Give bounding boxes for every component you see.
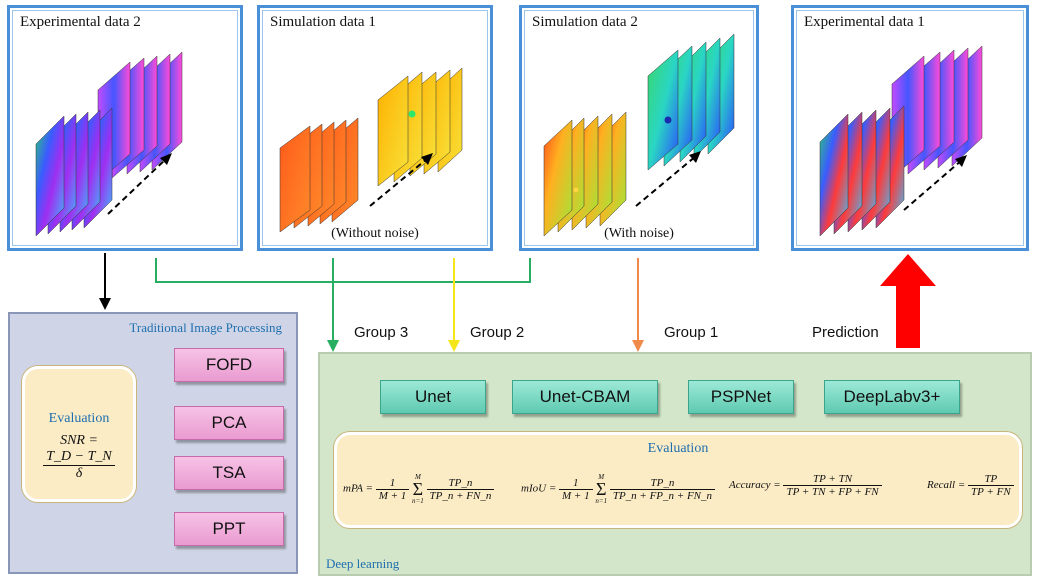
- sum-upper: M: [598, 473, 605, 481]
- metric-numerator: TP_n: [426, 477, 495, 490]
- section-title: Traditional Image Processing: [129, 320, 282, 335]
- panel-title: Experimental data 1: [804, 14, 925, 30]
- metric-numerator: TP: [968, 473, 1014, 486]
- panel-simulation-data-2: Simulation data 2: [519, 5, 759, 251]
- panel-note: (Without noise): [331, 226, 419, 241]
- prediction-label: Prediction: [812, 324, 879, 341]
- panel-experimental-data-2: Experimental data 2: [7, 5, 243, 251]
- prefactor-denominator: M + 1: [562, 489, 590, 502]
- section-title: Deep learning: [326, 556, 400, 571]
- panel-title: Simulation data 2: [532, 14, 638, 30]
- group-3-label: Group 3: [354, 324, 409, 341]
- panel-experimental-data-1: Experimental data 1: [791, 5, 1029, 251]
- formula-fraction: T_D − T_N δ: [43, 449, 115, 482]
- panel-simulation-data-1: Simulation data 1: [257, 5, 493, 251]
- method-ppt: PPT: [174, 512, 284, 546]
- thermal-image-stack: [819, 45, 983, 237]
- metric-lhs: mIoU: [521, 482, 547, 495]
- sum-lower: n=1: [412, 497, 424, 505]
- metric-denominator: TP + FN: [971, 486, 1011, 498]
- metric-lhs: Recall: [927, 479, 956, 492]
- panel-note: (With noise): [604, 226, 674, 241]
- model-unet-cbam: Unet-CBAM: [512, 380, 658, 414]
- sum-lower: n=1: [595, 497, 608, 505]
- method-pca: PCA: [174, 406, 284, 440]
- prefactor-numerator: 1: [559, 477, 593, 490]
- model-pspnet: PSPNet: [688, 380, 794, 414]
- metric-denominator: TP_n + FN_n: [429, 489, 492, 502]
- yellow-arrow: [448, 258, 460, 352]
- thermal-image-stack: [35, 51, 183, 237]
- stack-back: [647, 33, 735, 171]
- group-2-label: Group 2: [470, 324, 525, 341]
- orange-arrow: [632, 258, 644, 352]
- formula-lhs: SNR: [60, 433, 85, 448]
- group-1-label: Group 1: [664, 324, 719, 341]
- metric-numerator: TP_n: [609, 477, 716, 490]
- formula-numerator: T_D − T_N: [43, 449, 115, 466]
- snr-evaluation-box: Evaluation SNR = T_D − T_N δ: [22, 366, 136, 502]
- sum-upper: M: [414, 473, 421, 481]
- prefactor-numerator: 1: [375, 477, 410, 490]
- panel-title: Experimental data 2: [20, 14, 141, 30]
- stack-front: [35, 107, 113, 237]
- metric-numerator: TP + TN: [783, 473, 882, 486]
- prefactor-denominator: M + 1: [378, 489, 407, 502]
- snr-formula: SNR = T_D − T_N δ: [25, 433, 133, 482]
- stack-front: [819, 105, 905, 237]
- stack-back: [377, 67, 463, 187]
- stack-back: [891, 45, 983, 179]
- prediction-arrow: [880, 254, 936, 348]
- simulation-image-stack: [279, 67, 463, 233]
- method-fofd: FOFD: [174, 348, 284, 382]
- model-unet: Unet: [380, 380, 486, 414]
- panel-title: Simulation data 1: [270, 14, 376, 30]
- evaluation-title: Evaluation: [647, 441, 709, 456]
- metric-lhs: mPA: [343, 482, 363, 495]
- green-connector: [155, 258, 531, 352]
- metric-lhs: Accuracy: [729, 479, 771, 492]
- traditional-processing-box: Traditional Image Processing Evaluation …: [8, 312, 298, 574]
- black-arrow: [99, 253, 111, 310]
- stack-back: [97, 51, 183, 183]
- noisy-simulation-image-stack: [543, 33, 735, 237]
- deep-learning-box: Unet Unet-CBAM PSPNet DeepLabv3+ Evaluat…: [318, 352, 1032, 576]
- method-tsa: TSA: [174, 456, 284, 490]
- metric-denominator: TP + TN + FP + FN: [786, 486, 879, 498]
- model-deeplabv3plus: DeepLabv3+: [824, 380, 960, 414]
- stack-front: [543, 111, 627, 237]
- metric-denominator: TP_n + FP_n + FN_n: [612, 489, 713, 502]
- evaluation-title: Evaluation: [48, 411, 110, 426]
- formula-denominator: δ: [75, 466, 83, 481]
- stack-front: [279, 117, 359, 233]
